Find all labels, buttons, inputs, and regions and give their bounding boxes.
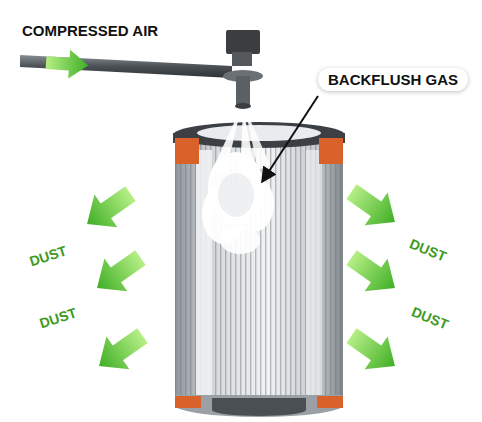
pipe-label: COMPRESSED AIR: [22, 22, 158, 39]
leader-line: [262, 96, 318, 182]
air-arrow: [45, 48, 89, 80]
dust-arrows: [76, 175, 407, 382]
callout-label: BACKFLUSH GAS: [318, 68, 468, 91]
dust-label: DUST: [27, 242, 68, 269]
dust-label: DUST: [37, 304, 78, 331]
dust-label: DUST: [409, 303, 450, 332]
dust-label: DUST: [407, 235, 448, 264]
blowpipe: [20, 30, 263, 109]
